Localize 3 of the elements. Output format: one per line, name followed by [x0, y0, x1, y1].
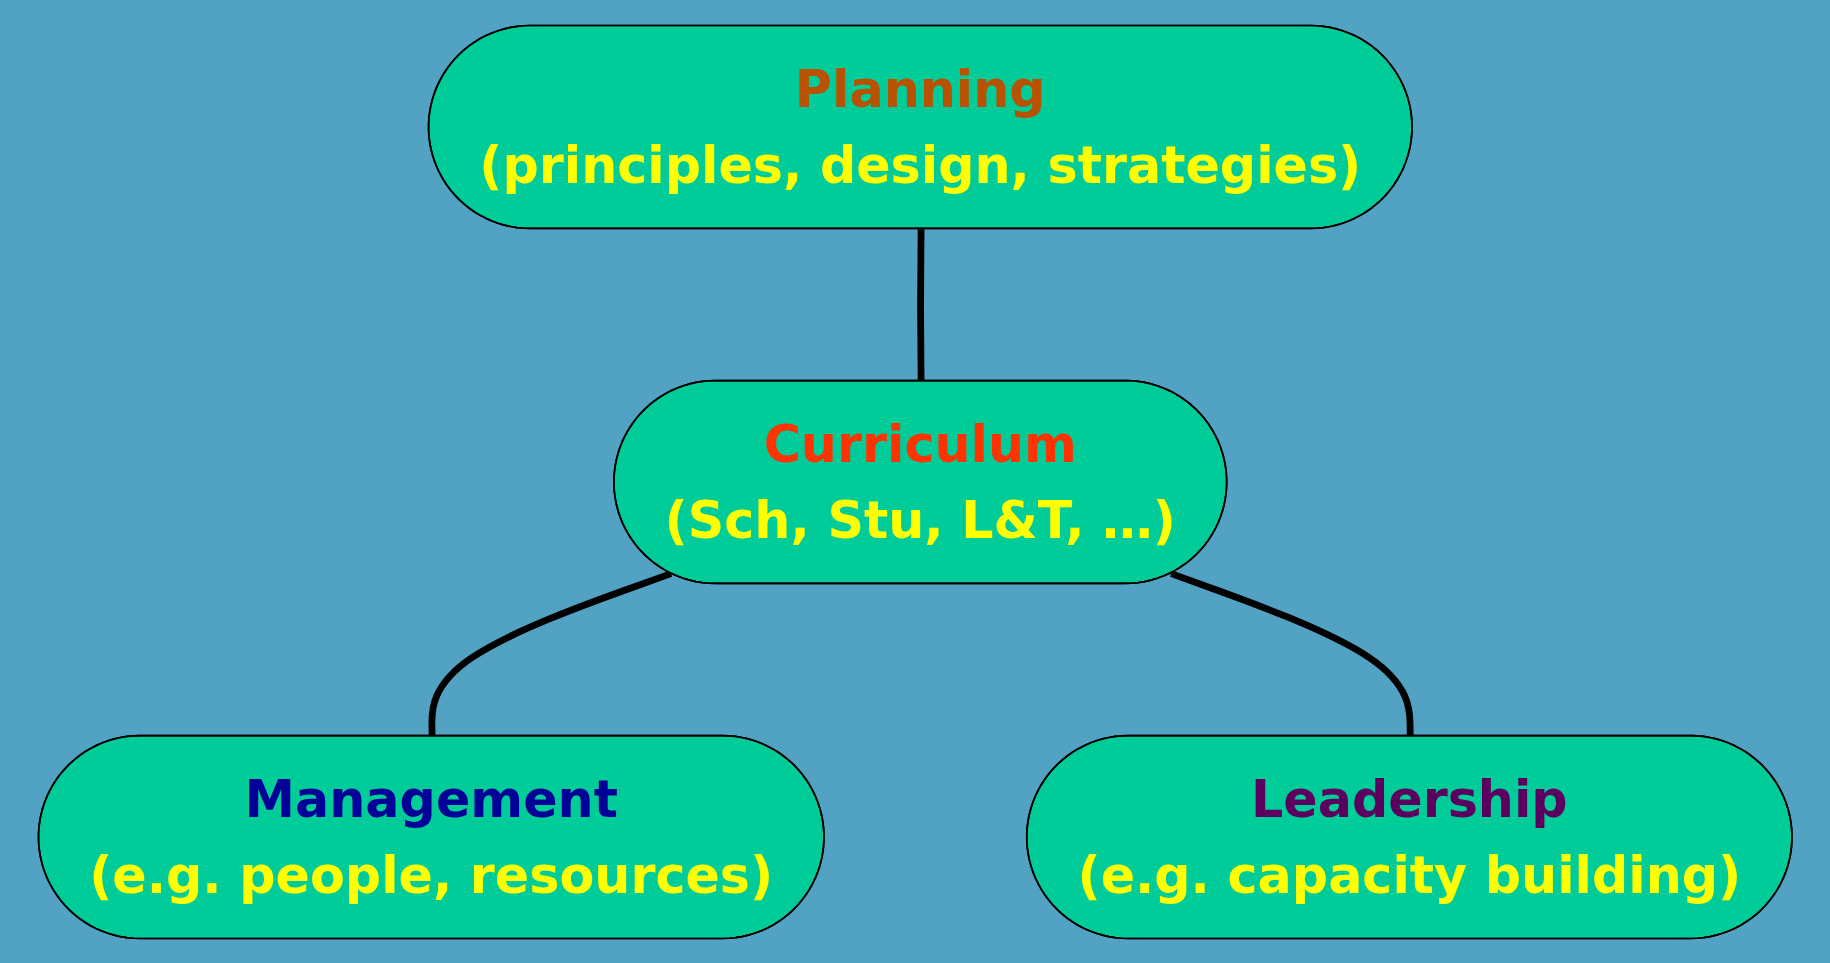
- connector: [1169, 569, 1414, 736]
- connector: [916, 228, 925, 381]
- connector: [428, 569, 672, 736]
